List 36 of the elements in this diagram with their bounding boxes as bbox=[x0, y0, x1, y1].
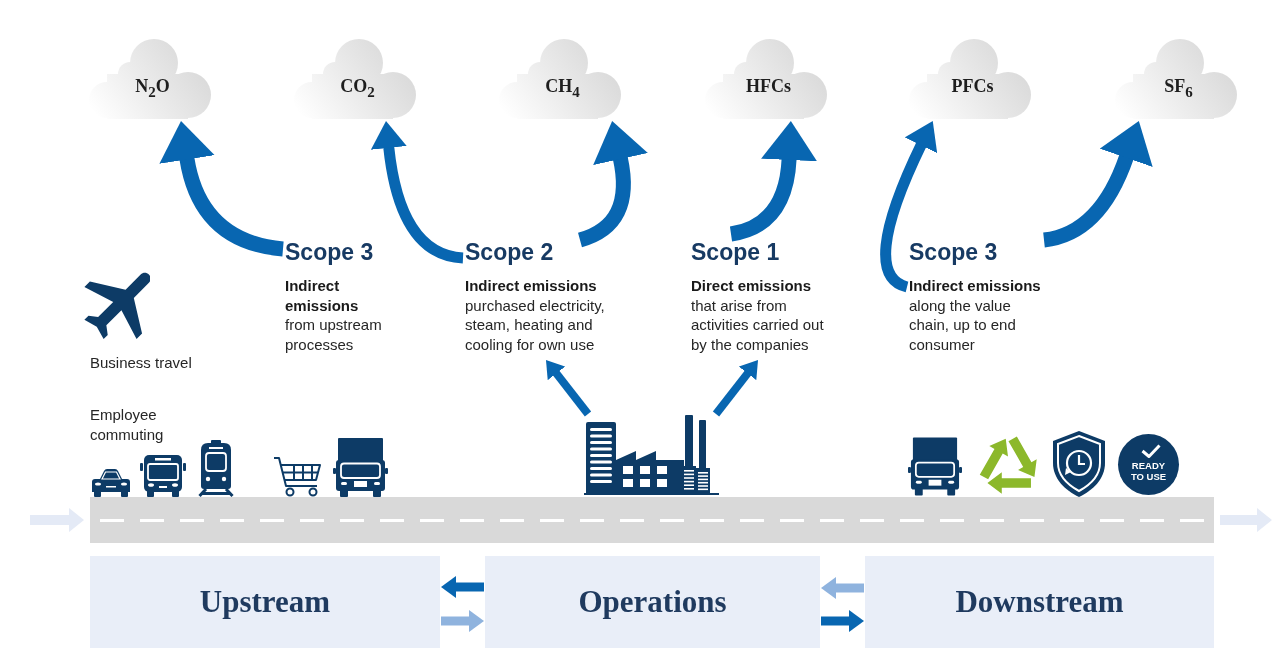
arrow bbox=[821, 577, 864, 599]
icon-caption: Business travel bbox=[90, 353, 192, 373]
factory-icon bbox=[584, 414, 719, 495]
scope-description: from upstream processes bbox=[285, 315, 383, 354]
scope-heading: Scope 1 bbox=[691, 240, 781, 264]
gas-formula: N$_{2}$O bbox=[135, 75, 170, 102]
curved-arrow bbox=[159, 121, 284, 257]
icon-caption: Employee commuting bbox=[90, 405, 165, 444]
gas-formula: PFCs bbox=[951, 75, 994, 97]
ready-to-use-badge bbox=[1118, 434, 1179, 495]
arrow bbox=[546, 359, 592, 417]
gas-formula: CO$_{2}$ bbox=[340, 75, 375, 102]
badge-text: READY TO USE bbox=[1129, 461, 1168, 482]
stage-panel bbox=[865, 556, 1214, 648]
scope-heading: Scope 3 bbox=[909, 240, 999, 264]
arrow bbox=[441, 576, 484, 598]
gas-formula: CH$_{4}$ bbox=[545, 75, 580, 102]
emission-type: Indirect emissions bbox=[285, 276, 360, 315]
emission-type: Direct emissions bbox=[691, 276, 813, 296]
scope-description: purchased electricity, steam, heating and cooling for own use bbox=[465, 295, 606, 354]
gas-formula: HFCs bbox=[745, 75, 791, 97]
stage-title: Operations bbox=[578, 583, 727, 621]
scope-description: that arise from activities carried out by the companies bbox=[691, 295, 825, 354]
stage-title: Upstream bbox=[199, 583, 331, 621]
scope-description: along the value chain, up to end consumer bbox=[909, 295, 1017, 354]
emission-type: Indirect emissions bbox=[465, 276, 598, 296]
emission-type: Indirect emissions bbox=[909, 276, 1042, 296]
arrow bbox=[821, 610, 864, 632]
stage-panel bbox=[485, 556, 820, 648]
stage-title: Downstream bbox=[955, 583, 1124, 621]
arrow bbox=[712, 359, 758, 417]
scope-heading: Scope 3 bbox=[285, 240, 375, 264]
stage-panel bbox=[90, 556, 440, 648]
gas-formula: SF$_{6}$ bbox=[1164, 75, 1193, 102]
arrow bbox=[441, 610, 484, 632]
scope-heading: Scope 2 bbox=[465, 240, 555, 264]
